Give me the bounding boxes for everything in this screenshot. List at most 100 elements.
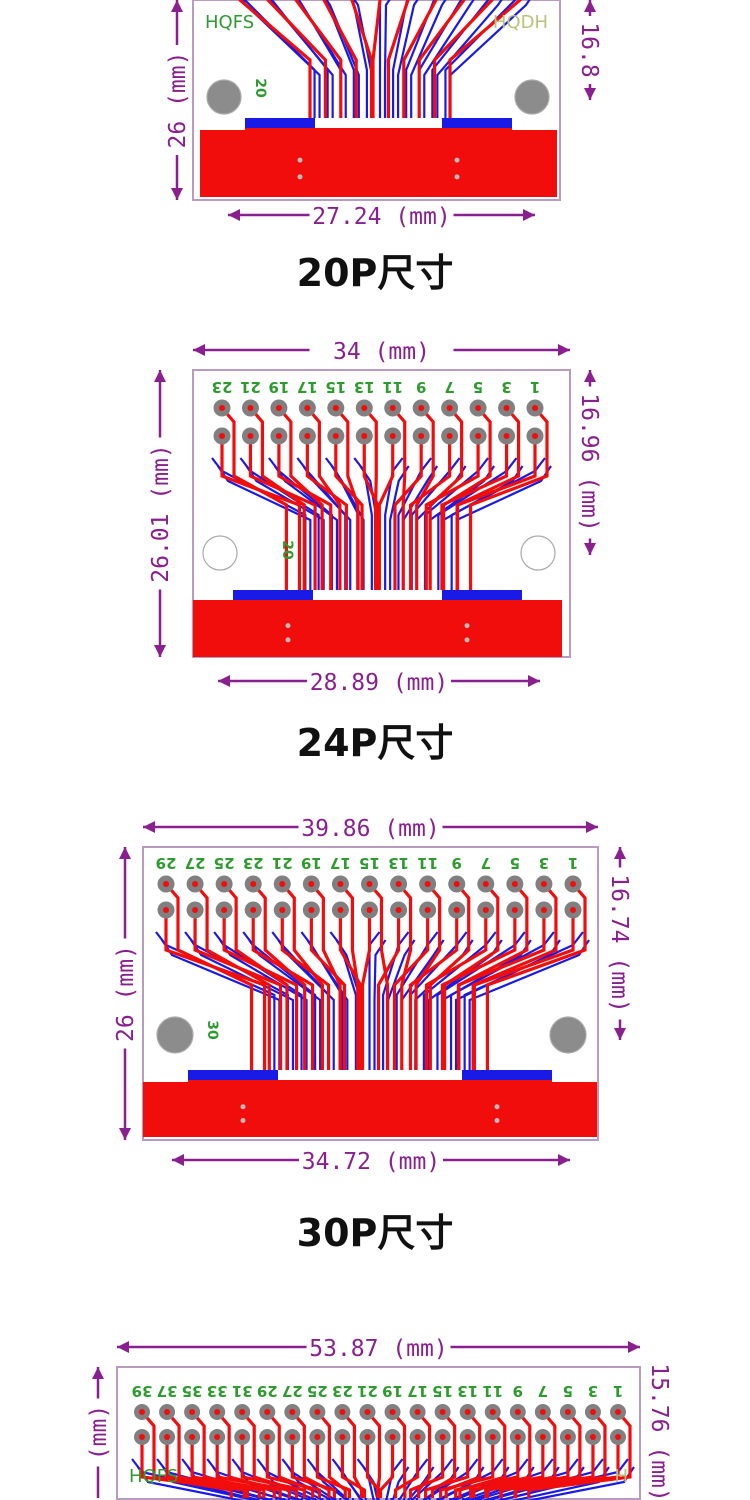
pad-trace-end [389, 1409, 396, 1415]
connector-dot [240, 1104, 246, 1110]
side-label: 30 [204, 1020, 220, 1040]
pad-trace-end [239, 1409, 246, 1415]
red-trace [408, 910, 459, 1086]
pad-trace-end [539, 1434, 546, 1440]
red-trace [368, 882, 390, 1086]
width-top-dimension: 34 (mm) [333, 339, 430, 365]
red-trace [415, 406, 435, 604]
blue-trace [423, 0, 475, 130]
pin-label: 17 [330, 854, 351, 872]
red-trace [527, 1410, 632, 1498]
connector-pad-left [188, 1070, 278, 1080]
pin-label: 13 [354, 378, 375, 396]
red-trace [251, 910, 315, 1086]
blue-trace [353, 457, 373, 600]
red-trace [443, 882, 500, 1086]
pad-trace-end [418, 405, 425, 411]
pad-trace-end [308, 881, 315, 887]
pad-trace-end [279, 907, 286, 913]
red-trace [280, 910, 331, 1086]
red-trace [193, 882, 271, 1086]
height-left-dimension: 26 (mm) [165, 52, 191, 149]
pad-trace-end [414, 1434, 421, 1440]
height-left-dimension: (mm) [86, 1405, 112, 1460]
red-trace [458, 1410, 507, 1498]
pad-trace-end [482, 907, 489, 913]
pin-label: 25 [307, 1382, 328, 1400]
pin-label: 29 [257, 1382, 278, 1400]
pad-trace-end [264, 1434, 271, 1440]
pad-trace-end [332, 405, 339, 411]
red-trace [402, 0, 438, 134]
red-trace [469, 1437, 545, 1498]
pad-trace-end [239, 1434, 246, 1440]
width-top-dimension-bg [309, 337, 454, 363]
pad-trace-end [540, 881, 547, 887]
pin-label: 37 [157, 1382, 178, 1400]
pin-label: 9 [451, 854, 461, 872]
mounting-hole [202, 535, 238, 571]
caption-20p: 20P尺寸 [296, 251, 454, 295]
pad-trace-end [439, 1409, 446, 1415]
pad-trace-end [163, 907, 169, 913]
connector-dot [464, 637, 470, 643]
red-trace [472, 1410, 532, 1498]
pin-label: 1 [568, 854, 578, 872]
blue-trace [281, 1458, 337, 1500]
red-trace [334, 406, 360, 604]
pad-trace-end [564, 1409, 571, 1415]
pad-trace-end [511, 907, 518, 913]
red-trace [291, 1410, 331, 1498]
pad-trace-end [366, 907, 373, 913]
pin-label: 9 [416, 378, 426, 396]
pad-trace-end [503, 433, 510, 439]
pin-label: 5 [510, 854, 520, 872]
height-left-dimension-bg [147, 437, 173, 590]
red-trace [190, 1437, 276, 1498]
pad-trace-end [214, 1434, 221, 1440]
red-trace [442, 406, 492, 604]
pad-trace-end [514, 1434, 521, 1440]
blue-trace [385, 1458, 404, 1500]
pin-label: 15 [325, 378, 346, 396]
silk-left: HQFS [205, 12, 254, 33]
red-trace [393, 1437, 420, 1498]
red-trace [222, 910, 299, 1086]
red-trace [290, 1437, 336, 1498]
pin-label: 17 [297, 378, 318, 396]
blue-trace [297, 0, 347, 130]
pin-label: 27 [282, 1382, 303, 1400]
red-trace [305, 436, 348, 604]
pad-trace-end [464, 1434, 471, 1440]
blue-trace [241, 0, 321, 130]
pad-trace-end [414, 1409, 421, 1415]
pad-trace-end [221, 907, 228, 913]
blue-trace [436, 0, 503, 130]
red-trace [409, 436, 452, 604]
red-trace [416, 1410, 432, 1498]
height-right-dimension-bg [647, 1356, 673, 1500]
pad-trace-end [570, 907, 576, 913]
pin-label: 15 [432, 1382, 453, 1400]
red-trace [165, 1437, 261, 1498]
pad-trace-end [289, 1409, 296, 1415]
pad-trace-end [446, 433, 453, 439]
blue-trace [395, 931, 439, 1082]
height-left-dimension: 26 (mm) [113, 945, 139, 1042]
red-trace [391, 406, 407, 604]
width-top-dimension: 39.86 (mm) [301, 816, 439, 842]
pad-trace-end [589, 1409, 596, 1415]
width-bottom-dimension: 27.24 (mm) [312, 204, 450, 230]
red-trace [440, 910, 517, 1086]
pad-trace-end [389, 1434, 396, 1440]
pin-label: 17 [407, 1382, 428, 1400]
connector-gap [313, 590, 442, 600]
pad-trace-end [247, 405, 254, 411]
red-trace [430, 1410, 457, 1498]
pad-trace-end [418, 433, 425, 439]
red-trace [251, 882, 307, 1086]
pad-trace-end [221, 881, 228, 887]
height-left-dimension-bg [112, 938, 138, 1049]
width-bottom-dimension-bg [309, 202, 454, 228]
